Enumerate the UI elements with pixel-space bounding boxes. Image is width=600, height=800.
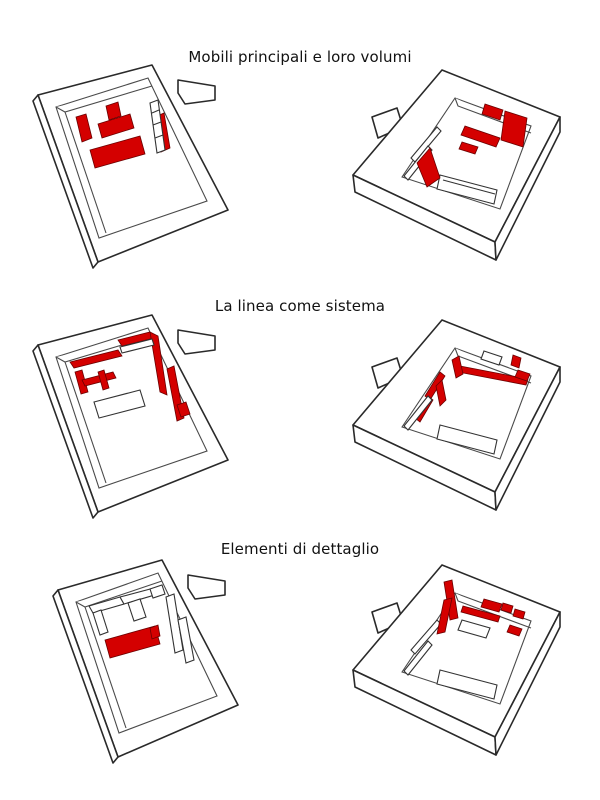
room-right-line-system	[352, 319, 561, 511]
bookshelf-outline-row3	[403, 619, 442, 676]
room-left-detail-elements	[52, 559, 239, 764]
section-title-main-furniture: Mobili principali e loro volumi	[188, 48, 412, 66]
sofa-outline-row2-right	[436, 424, 498, 455]
row-line-system-diagrams	[32, 314, 561, 519]
shelving-outline-row3	[88, 584, 195, 664]
red-line-system	[69, 331, 191, 422]
red-furniture-volumes-right	[416, 103, 528, 188]
frame-outline-row2	[480, 350, 503, 366]
sofa-outline	[436, 174, 498, 205]
table-outline-row3	[457, 619, 491, 639]
room-left-main-furniture	[32, 64, 229, 269]
bookshelf-outline-row2	[403, 395, 433, 431]
sofa-outline-row2	[93, 389, 146, 419]
bookshelf-outline	[149, 99, 166, 154]
red-detail-elements-right	[436, 579, 526, 637]
row-main-furniture-diagrams	[32, 64, 561, 269]
red-detail-element-table	[104, 624, 161, 659]
shelf-outline-row2	[119, 338, 155, 354]
section-title-line-system: La linea come sistema	[214, 297, 386, 315]
room-left-line-system	[32, 314, 229, 519]
sofa-outline-row3-right	[436, 669, 498, 700]
red-furniture-volumes	[75, 101, 171, 169]
room-right-main-furniture	[352, 69, 561, 261]
row-detail-elements-diagrams	[52, 559, 561, 764]
section-title-detail-elements: Elementi di dettaglio	[220, 540, 380, 558]
room-right-detail-elements	[352, 564, 561, 756]
